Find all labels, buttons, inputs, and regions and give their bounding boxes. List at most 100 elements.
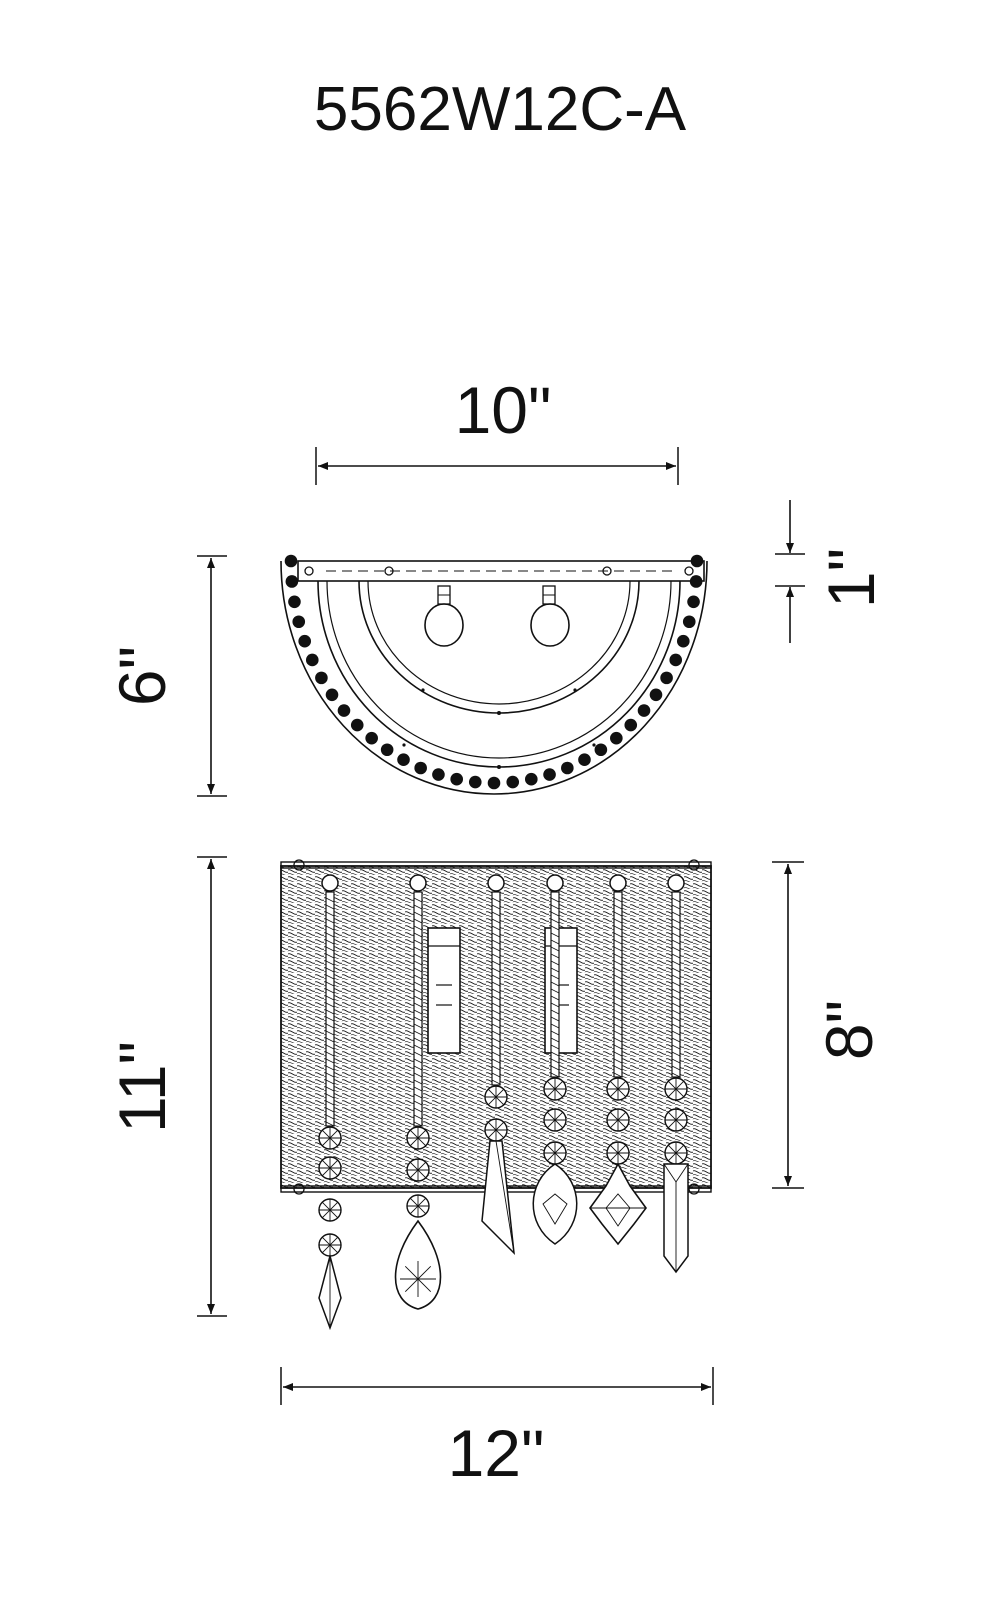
border-bead bbox=[561, 761, 574, 775]
border-bead bbox=[414, 761, 427, 775]
crystal-bead bbox=[406, 1126, 430, 1150]
border-bead bbox=[380, 743, 394, 757]
strand-hook bbox=[546, 874, 564, 892]
border-bead bbox=[298, 634, 312, 648]
border-bead bbox=[690, 554, 704, 568]
crystal-strands bbox=[318, 874, 689, 1331]
border-bead bbox=[543, 768, 556, 781]
shade-inner-arc bbox=[326, 580, 672, 759]
top-view: 10" bbox=[105, 373, 888, 797]
top-width-label: 10" bbox=[455, 373, 552, 447]
crystal-bead bbox=[543, 1077, 567, 1101]
crystal-strand bbox=[318, 874, 342, 1331]
strand-hook bbox=[667, 874, 685, 892]
border-bead bbox=[624, 718, 638, 732]
ring-outer-arc bbox=[358, 580, 640, 714]
border-bead bbox=[578, 753, 591, 767]
crystal-bead bbox=[664, 1077, 688, 1101]
socket-right bbox=[530, 585, 570, 647]
border-bead bbox=[637, 704, 651, 717]
mounting-bar bbox=[297, 560, 705, 582]
overall-width-dimension: 12" bbox=[280, 1367, 714, 1490]
border-bead bbox=[649, 688, 663, 702]
crystal-bead bbox=[318, 1198, 342, 1222]
front-view: 11" 8" 12" bbox=[105, 856, 886, 1490]
canopy-height-dimension: 1" bbox=[775, 500, 888, 643]
strand-chain bbox=[325, 891, 335, 1127]
border-bead bbox=[468, 775, 482, 789]
crystal-bead bbox=[606, 1108, 630, 1132]
border-bead bbox=[315, 671, 328, 685]
border-bead bbox=[450, 772, 463, 786]
overall-height-label: 11" bbox=[105, 1041, 179, 1133]
crystal-bead bbox=[406, 1194, 430, 1218]
crystal-bead bbox=[543, 1141, 567, 1165]
border-bead bbox=[610, 731, 623, 745]
crystal-bead bbox=[318, 1233, 342, 1257]
outer-frame-arc bbox=[280, 560, 708, 795]
border-bead bbox=[292, 615, 306, 629]
crystal-strand bbox=[663, 874, 689, 1274]
canopy-height-label: 1" bbox=[814, 548, 888, 608]
strand-hook bbox=[609, 874, 627, 892]
crystal-bead bbox=[664, 1141, 688, 1165]
border-bead bbox=[365, 731, 378, 745]
strand-chain bbox=[550, 891, 560, 1078]
pendant-heart bbox=[532, 1163, 578, 1245]
border-bead bbox=[284, 554, 298, 568]
border-bead bbox=[506, 775, 520, 789]
strand-hook bbox=[487, 874, 505, 892]
candle-socket-left bbox=[427, 927, 461, 1054]
border-bead bbox=[325, 688, 339, 702]
crystal-bead bbox=[406, 1158, 430, 1182]
strand-chain bbox=[413, 891, 423, 1127]
top-frame-rail bbox=[280, 861, 712, 869]
crystal-bead bbox=[318, 1156, 342, 1180]
strand-hook bbox=[409, 874, 427, 892]
top-depth-label: 6" bbox=[105, 646, 179, 706]
crystal-strand bbox=[589, 874, 647, 1246]
border-bead bbox=[337, 704, 351, 717]
shade-height-dimension: 8" bbox=[772, 861, 886, 1189]
crystal-bead bbox=[484, 1085, 508, 1109]
ring-inner-arc bbox=[367, 580, 631, 705]
socket-left bbox=[424, 585, 464, 647]
border-bead bbox=[288, 595, 301, 609]
crystal-strand bbox=[481, 874, 515, 1256]
border-bead bbox=[432, 768, 445, 781]
border-bead bbox=[594, 743, 608, 757]
border-bead bbox=[397, 753, 410, 767]
overall-height-dimension: 11" bbox=[105, 856, 227, 1317]
overall-width-label: 12" bbox=[448, 1416, 545, 1490]
crystal-bead bbox=[606, 1141, 630, 1165]
strand-chain bbox=[613, 891, 623, 1078]
border-bead bbox=[487, 776, 501, 790]
border-bead bbox=[350, 718, 364, 732]
crystal-strand bbox=[394, 874, 442, 1310]
crystal-bead bbox=[664, 1108, 688, 1132]
border-bead bbox=[660, 671, 673, 685]
crystal-strand bbox=[532, 874, 578, 1245]
border-bead bbox=[682, 615, 696, 629]
crystal-bead bbox=[484, 1118, 508, 1142]
border-bead bbox=[285, 575, 299, 588]
pendant-maple bbox=[589, 1162, 647, 1246]
top-width-dimension: 10" bbox=[315, 373, 679, 485]
crystal-bead bbox=[606, 1077, 630, 1101]
shade-height-label: 8" bbox=[812, 1000, 886, 1060]
border-bead bbox=[525, 772, 538, 786]
crystal-bead bbox=[318, 1126, 342, 1150]
strand-chain bbox=[491, 891, 501, 1086]
border-bead bbox=[669, 653, 683, 667]
crystal-bead-border bbox=[284, 554, 704, 790]
model-number-title: 5562W12C-A bbox=[314, 75, 687, 144]
strand-chain bbox=[671, 891, 681, 1078]
candle-socket-right bbox=[544, 927, 578, 1054]
border-bead bbox=[676, 634, 690, 648]
border-bead bbox=[689, 575, 703, 588]
strand-hook bbox=[321, 874, 339, 892]
top-depth-dimension: 6" bbox=[105, 555, 227, 797]
border-bead bbox=[687, 595, 700, 609]
